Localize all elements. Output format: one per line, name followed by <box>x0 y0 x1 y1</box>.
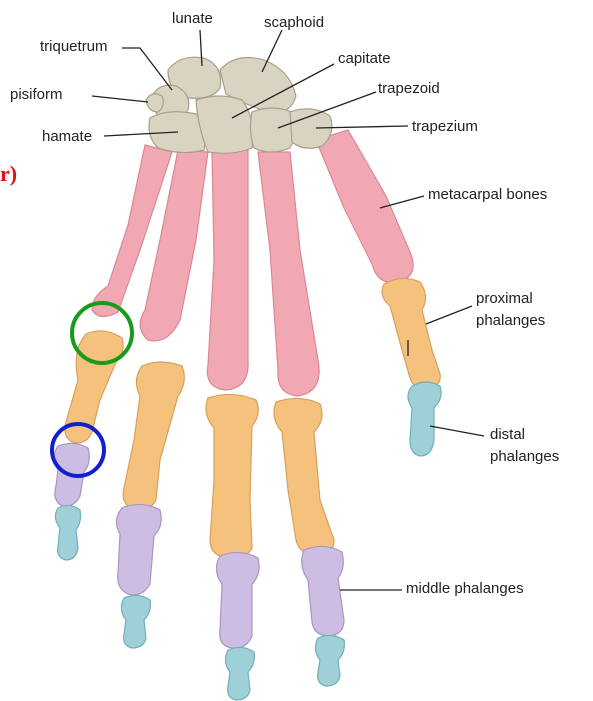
label-metacarpal-bones: metacarpal bones <box>428 186 547 204</box>
middle-phalanx-index <box>302 546 344 636</box>
proximal-phalanx-ring <box>123 362 184 510</box>
metacarpal-bones <box>92 130 413 396</box>
carpal-trapezium <box>290 109 332 148</box>
distal-phalanx-index <box>315 635 344 686</box>
leader-triquetrum <box>122 48 172 90</box>
carpal-trapezoid <box>250 108 295 152</box>
cropped-text-fragment: r) <box>0 162 17 186</box>
distal-phalanx-ring <box>121 595 150 648</box>
metacarpal-middle <box>207 150 248 390</box>
label-lunate: lunate <box>172 10 213 28</box>
metacarpal-index <box>258 152 319 396</box>
label-pisiform: pisiform <box>10 86 63 104</box>
label-proximal-line1: proximal <box>476 290 533 308</box>
carpal-pisiform <box>146 94 163 112</box>
metacarpal-thumb <box>316 130 413 283</box>
label-middle-phalanges: middle phalanges <box>406 580 524 598</box>
label-scaphoid: scaphoid <box>264 14 324 32</box>
distal-phalanx-little <box>55 505 80 560</box>
label-distal-line1: distal <box>490 426 525 444</box>
distal-phalanx-middle <box>225 647 254 700</box>
proximal-phalanx-index <box>274 398 334 554</box>
leader-distal <box>430 426 484 436</box>
middle-phalanx-ring <box>116 504 161 594</box>
carpal-bones <box>146 57 332 153</box>
label-capitate: capitate <box>338 50 391 68</box>
distal-phalanx-thumb <box>408 382 441 456</box>
label-distal-line2: phalanges <box>490 448 559 466</box>
label-trapezoid: trapezoid <box>378 80 440 98</box>
middle-phalanx-middle <box>216 552 259 648</box>
proximal-phalanx-thumb <box>382 278 440 388</box>
label-hamate: hamate <box>42 128 92 146</box>
label-proximal-line2: phalanges <box>476 312 545 330</box>
proximal-phalanx-middle <box>206 394 258 558</box>
label-trapezium: trapezium <box>412 118 478 136</box>
leader-pisiform <box>92 96 148 102</box>
label-triquetrum: triquetrum <box>40 38 108 56</box>
leader-proximal <box>426 306 472 324</box>
